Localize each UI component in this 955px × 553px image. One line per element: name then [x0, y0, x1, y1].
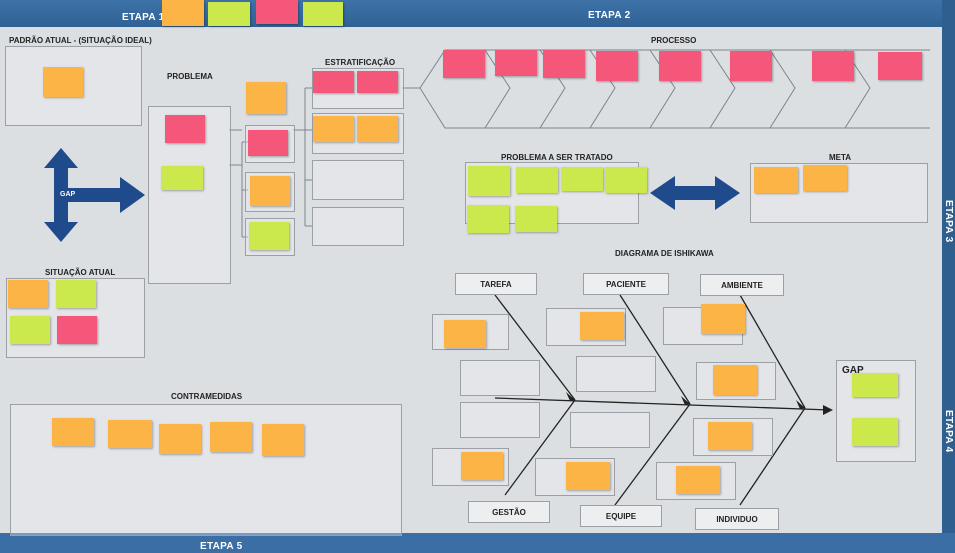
sticky-note — [543, 50, 585, 78]
etapa-3-label: ETAPA 3 — [943, 200, 954, 243]
padrao-atual-title: PADRÃO ATUAL - (SITUAÇÃO IDEAL) — [9, 36, 152, 45]
sticky-note — [803, 165, 847, 191]
top-band — [0, 0, 955, 30]
sticky-note — [444, 320, 486, 348]
ishikawa-category-tarefa: TAREFA — [455, 273, 537, 295]
gap-title: GAP — [842, 365, 864, 376]
sticky-note — [701, 304, 745, 334]
sticky-note — [852, 373, 898, 397]
sticky-note — [165, 115, 205, 143]
sticky-note — [878, 52, 922, 80]
sticky-note — [159, 424, 201, 454]
ishikawa-category-individuo: INDIVIDUO — [695, 508, 779, 530]
problema-tratado-title: PROBLEMA A SER TRATADO — [501, 153, 613, 162]
sticky-note — [161, 166, 203, 190]
sticky-note — [357, 71, 398, 93]
sticky-note — [495, 50, 537, 76]
sticky-note — [461, 452, 503, 480]
etapa-5-label: ETAPA 5 — [200, 541, 243, 552]
sticky-note — [580, 312, 624, 340]
estratificacao-box — [312, 160, 404, 200]
sticky-note — [43, 67, 83, 97]
cause-box — [576, 356, 656, 392]
sticky-note — [516, 167, 558, 193]
sticky-note — [208, 2, 250, 26]
estratificacao-box — [312, 207, 404, 246]
contramedidas-title: CONTRAMEDIDAS — [171, 392, 243, 401]
bottom-band — [0, 533, 955, 553]
cause-box — [570, 412, 650, 448]
sticky-note — [108, 420, 152, 448]
ishikawa-category-equipe: EQUIPE — [580, 505, 662, 527]
sticky-note — [676, 466, 720, 494]
sticky-note — [708, 422, 752, 450]
sticky-note — [52, 418, 94, 446]
sticky-note — [56, 280, 96, 308]
ishikawa-title: DIAGRAMA DE ISHIKAWA — [615, 249, 714, 258]
sticky-note — [852, 418, 898, 446]
sticky-note — [357, 116, 398, 142]
gap-arrow-label: GAP — [60, 191, 76, 198]
etapa-1-label: ETAPA 1 — [122, 12, 165, 23]
estratificacao-title: ESTRATIFICAÇÃO — [325, 58, 396, 67]
sticky-note — [730, 51, 772, 81]
sticky-note — [812, 51, 854, 81]
ishikawa-category-paciente: PACIENTE — [583, 273, 669, 295]
sticky-note — [8, 280, 48, 308]
sticky-note — [566, 462, 610, 490]
etapa-2-label: ETAPA 2 — [588, 10, 631, 21]
ishikawa-category-ambiente: AMBIENTE — [700, 274, 784, 296]
sticky-note — [561, 167, 603, 191]
sticky-note — [313, 71, 354, 93]
sticky-note — [256, 0, 298, 24]
sticky-note — [605, 167, 647, 193]
ishikawa-category-gestao: GESTÃO — [468, 501, 550, 523]
sticky-note — [443, 50, 485, 78]
etapa-4-label: ETAPA 4 — [943, 410, 954, 453]
cause-box — [460, 360, 540, 396]
sticky-note — [162, 0, 204, 26]
sticky-note — [754, 167, 798, 193]
sticky-note — [210, 422, 252, 452]
sticky-note — [596, 51, 638, 81]
cause-box — [460, 402, 540, 438]
sticky-note — [57, 316, 97, 344]
sticky-note — [659, 51, 701, 81]
sticky-note — [250, 176, 290, 206]
sticky-note — [515, 206, 557, 232]
meta-title: META — [829, 153, 852, 162]
sticky-note — [468, 166, 510, 196]
sticky-note — [248, 130, 288, 156]
sticky-note — [713, 365, 757, 395]
sticky-note — [467, 205, 509, 233]
sticky-note — [303, 2, 343, 26]
processo-title: PROCESSO — [651, 36, 697, 45]
situacao-atual-title: SITUAÇÃO ATUAL — [45, 268, 116, 277]
right-band — [942, 0, 955, 553]
sticky-note — [249, 222, 289, 250]
sticky-note — [262, 424, 304, 456]
sticky-note — [246, 82, 286, 114]
sticky-note — [10, 316, 50, 344]
problema-title: PROBLEMA — [167, 72, 213, 81]
sticky-note — [313, 116, 354, 142]
